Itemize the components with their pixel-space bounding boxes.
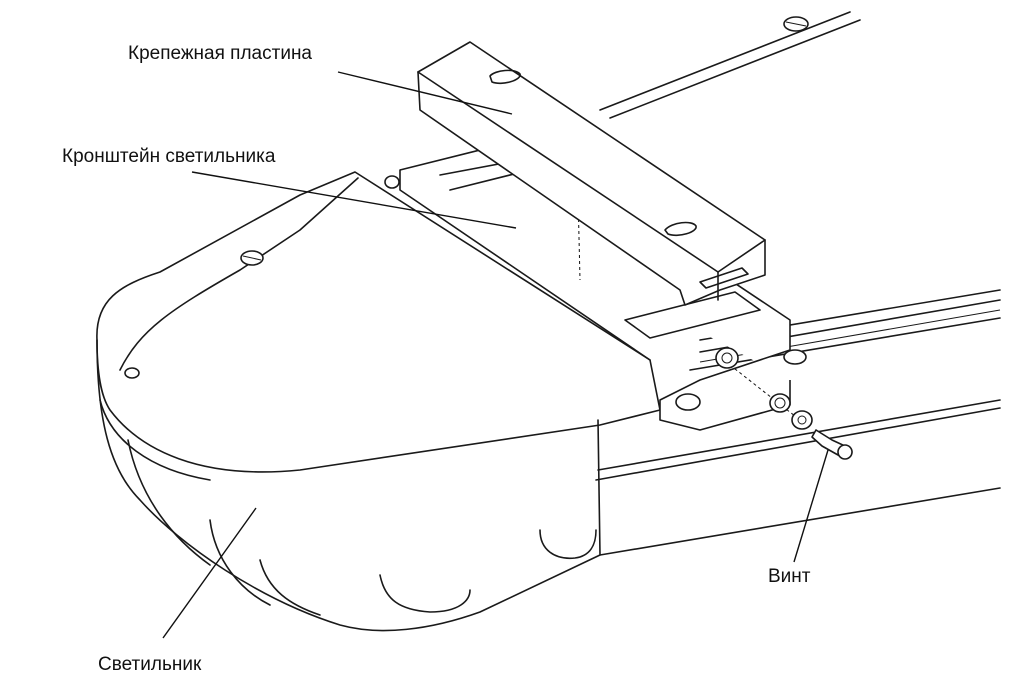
- leader-luminaire: [162, 507, 257, 639]
- label-luminaire-bracket: Кронштейн светильника: [62, 146, 276, 167]
- leader-luminaire-bracket: [191, 171, 517, 229]
- mounting-plate: [417, 41, 766, 306]
- leader-lines: [162, 71, 829, 639]
- label-mounting-plate: Крепежная пластина: [128, 43, 312, 64]
- leader-mounting-plate: [337, 71, 513, 115]
- luminaire-bracket: [399, 139, 801, 431]
- luminaire-body: [96, 171, 661, 632]
- hardware: [124, 16, 853, 460]
- label-luminaire: Светильник: [98, 654, 202, 675]
- label-screw: Винт: [768, 566, 811, 587]
- leader-screw: [793, 449, 829, 563]
